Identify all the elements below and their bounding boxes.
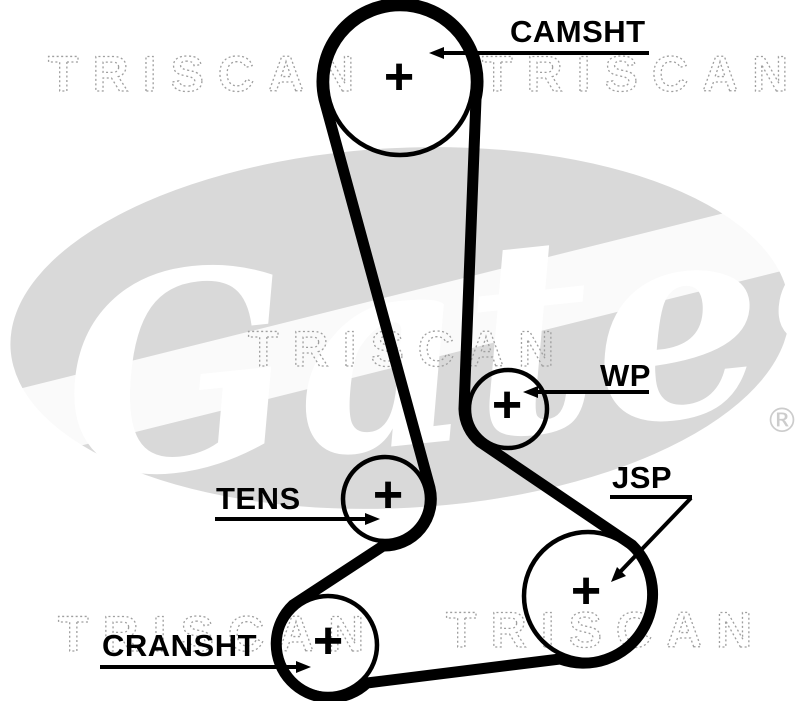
triscan-watermark-middle: TRISCAN [248,321,568,377]
pulley-labels: CAMSHT WP TENS JSP CRANSHT [102,14,672,663]
crankshaft-arrowhead-icon [296,661,311,673]
timing-belt-path [270,0,659,701]
jockey-arrowhead-icon [611,567,626,582]
camshaft-arrowhead-icon [429,47,444,59]
water-pump-arrowhead-icon [523,386,538,398]
jockey-center-mark: + [571,562,601,620]
camshaft-center-mark: + [384,48,414,106]
crankshaft-center-mark: + [313,612,343,670]
triscan-watermarks: TRISCAN TRISCAN TRISCAN TRISCAN TRISCAN [47,45,789,662]
leader-lines [100,47,693,673]
triscan-watermark-top-left: TRISCAN [48,46,368,102]
gates-watermark-swoosh [0,184,800,476]
triscan-watermark-bottom-right: TRISCAN [446,602,766,658]
tensioner-arrowhead-icon [365,513,380,525]
pulley-center-marks: + + + + + [313,48,601,670]
tensioner-center-mark: + [373,466,403,524]
registered-trademark-icon: ® [765,401,799,441]
camshaft-label: CAMSHT [510,14,646,49]
gates-watermark: Gates ® [0,138,800,544]
water-pump-center-mark: + [492,376,522,434]
triscan-watermark-bottom-left: TRISCAN [58,606,378,662]
crankshaft-label: CRANSHT [102,628,257,663]
tensioner-label: TENS [216,481,301,516]
jockey-leader-diagonal [618,496,693,574]
jockey-label: JSP [612,460,672,495]
water-pump-label: WP [600,358,651,393]
